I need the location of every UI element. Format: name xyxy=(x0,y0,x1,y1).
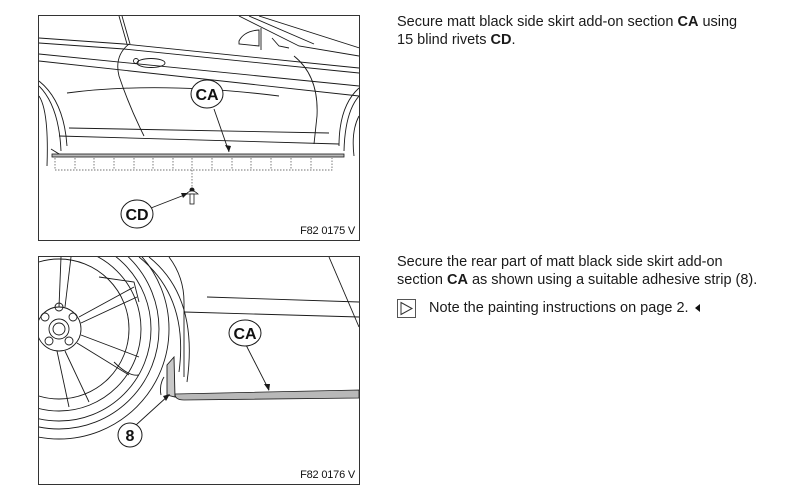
figure-code: F82 0175 V xyxy=(300,225,355,237)
callout-ca: CA xyxy=(195,87,219,104)
part-label-cd: CD xyxy=(490,32,512,48)
step-1-text: using xyxy=(698,14,738,30)
step-1-text: . xyxy=(511,32,516,48)
callout-adhesive-strip: 8 xyxy=(126,428,135,445)
painting-note: Note the painting instructions on page 2… xyxy=(397,297,700,319)
step-1-instruction: Secure matt black side skirt add-on sect… xyxy=(397,13,777,49)
side-skirt-part xyxy=(174,389,359,401)
blind-rivet-icon xyxy=(185,187,199,205)
rear-wheel-illustration: CA 8 xyxy=(39,257,359,448)
note-text: Note the painting instructions on page 2… xyxy=(429,300,689,316)
car-side-illustration: CA CD xyxy=(39,16,359,229)
figure-side-skirt-rivets: CA CD F82 0175 V xyxy=(38,15,360,241)
step-1-text: 15 blind rivets xyxy=(397,32,491,48)
callout-ca: CA xyxy=(233,326,257,343)
rivet-positions xyxy=(54,158,333,188)
side-skirt-part xyxy=(51,153,345,158)
part-label-ca: CA xyxy=(446,272,468,288)
end-of-section-triangle-icon xyxy=(694,304,700,312)
step-2-instruction: Secure the rear part of matt black side … xyxy=(397,253,777,289)
step-2-text: Secure the rear part of matt black side … xyxy=(397,254,723,270)
part-label-ca: CA xyxy=(677,14,699,30)
figure-adhesive-strip: CA 8 F82 0176 V xyxy=(38,256,360,485)
callout-cd: CD xyxy=(125,207,148,224)
step-2-text: as shown using a suitable adhesive strip… xyxy=(467,272,758,288)
figure-code: F82 0176 V xyxy=(300,469,355,481)
step-2-text: section xyxy=(397,272,447,288)
step-1-text: Secure matt black side skirt add-on sect… xyxy=(397,14,678,30)
play-triangle-icon xyxy=(397,298,416,318)
